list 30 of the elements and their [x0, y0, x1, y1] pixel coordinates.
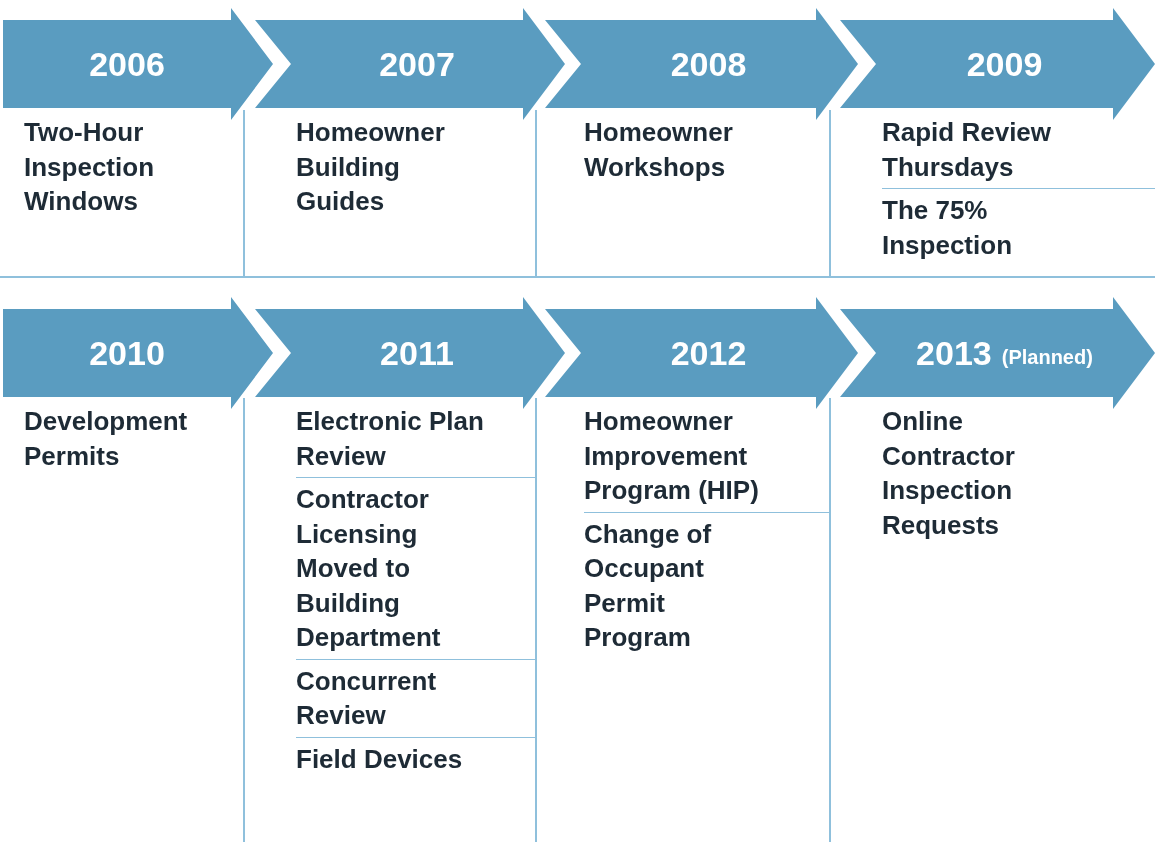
milestone-text: The 75% Inspection	[882, 188, 1155, 266]
milestone-text: Field Devices	[296, 736, 536, 780]
year-banner	[545, 297, 858, 409]
milestone-text: Homeowner Workshops	[584, 116, 734, 184]
year-banner	[255, 297, 565, 409]
year-banner	[545, 8, 858, 120]
milestone-text: Online Contractor Inspection Requests	[882, 405, 1016, 542]
year-label: 2010	[89, 333, 165, 373]
year-banner	[3, 297, 273, 409]
milestone-text: Rapid Review Thursdays	[882, 116, 1053, 184]
milestone-text: Homeowner Improvement Program (HIP)	[584, 405, 760, 507]
milestone-text: Electronic Plan Review	[296, 405, 485, 473]
milestone-text: Homeowner Building Guides	[296, 116, 446, 218]
milestone-text: Two-Hour Inspection Windows	[24, 116, 155, 218]
year-label: 2007	[379, 44, 455, 84]
milestone-text: Contractor Licensing Moved to Building Department	[296, 477, 536, 659]
year-label: 2008	[670, 44, 747, 84]
year-banner	[3, 8, 273, 120]
year-banner	[840, 297, 1155, 409]
milestone-text: Concurrent Review	[296, 658, 536, 737]
milestone-text: Change of Occupant Permit Program	[584, 511, 829, 659]
year-banner	[255, 8, 565, 120]
year-label: 2006	[89, 44, 165, 84]
year-label: 2009	[966, 44, 1043, 84]
status-note: (Planned)	[1001, 345, 1093, 369]
year-label: 2011	[380, 333, 454, 373]
milestone-text: Development Permits	[24, 405, 189, 473]
year-label: 2012	[670, 333, 747, 373]
year-banner	[840, 8, 1155, 120]
year-label: 2013	[916, 333, 992, 373]
